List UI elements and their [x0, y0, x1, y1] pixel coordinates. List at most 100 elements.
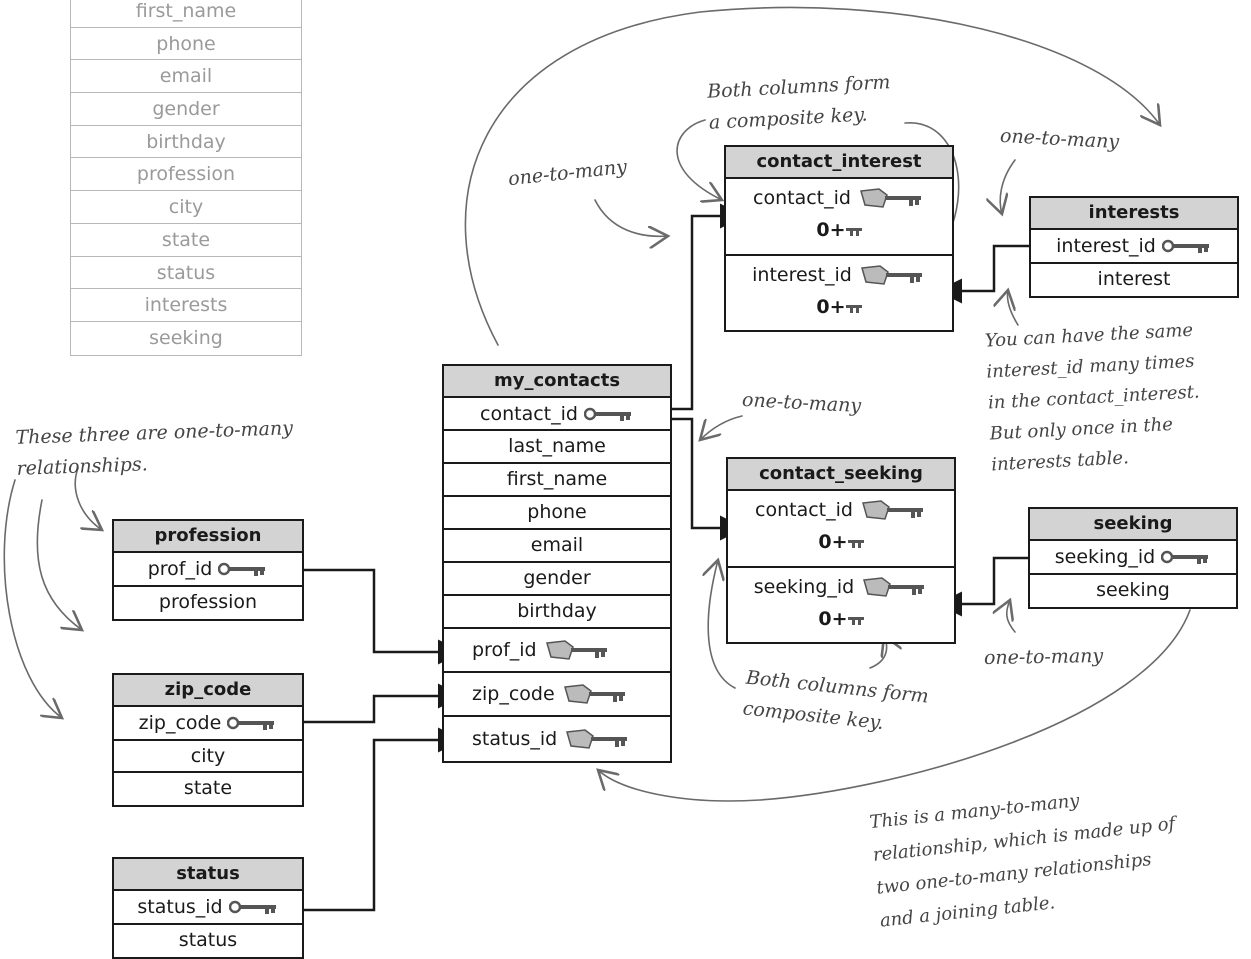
fk-row: zip_code [444, 673, 670, 717]
arc-top [464, 6, 1160, 346]
link-prof-id [286, 568, 463, 665]
table-contact-seeking: contact_seeking contact_id 0+ seeking_id… [726, 457, 956, 644]
key-block: seeking_id 0+ [728, 568, 954, 642]
fancy-key-icon [863, 577, 925, 597]
faded-row: status [71, 257, 301, 290]
pk-label: status_id [137, 896, 223, 918]
pk-label: zip_code [138, 712, 222, 734]
table-title: profession [114, 521, 302, 553]
key-block: contact_id 0+ [728, 491, 954, 568]
table-title: contact_interest [726, 147, 952, 179]
zero-plus-symbol: 0+ [728, 531, 954, 553]
key-label: seeking_id [753, 576, 855, 598]
pk-label: contact_id [480, 402, 578, 425]
key-block: interest_id 0+ [726, 256, 952, 330]
link-zip-code [286, 683, 463, 724]
note-one-to-many-middle: one-to-many [741, 388, 862, 418]
column-row: city [114, 741, 302, 773]
table-title: interests [1031, 198, 1237, 230]
fancy-key-icon [860, 188, 921, 208]
note-same-interest: You can have the same interest_id many t… [984, 315, 1204, 481]
pk-row: status_id [114, 891, 302, 925]
table-profession: profession prof_id profession [112, 519, 304, 621]
note-composite-key-top: Both columns form a composite key. [707, 67, 893, 139]
fk-row: prof_id [444, 629, 670, 673]
column-row: status [178, 929, 238, 951]
faded-row: seeking [149, 326, 223, 349]
pk-row: zip_code [114, 707, 302, 741]
pk-row: contact_id [444, 398, 670, 431]
arc-bottom [598, 609, 1191, 802]
key-label: contact_id [755, 499, 853, 521]
small-key-icon [847, 617, 864, 625]
column-row: phone [444, 497, 670, 530]
link-seeking-id [937, 556, 1046, 617]
key-icon [1161, 239, 1209, 253]
symbol-text: 0+ [818, 531, 848, 553]
table-contact-interest: contact_interest contact_id 0+ interest_… [724, 145, 954, 332]
link-status-id [286, 727, 463, 912]
small-key-icon [845, 228, 862, 236]
symbol-text: 0+ [816, 219, 846, 241]
table-title: my_contacts [444, 366, 670, 398]
column-row: profession [158, 591, 258, 613]
fancy-key-icon [860, 265, 922, 285]
faded-row: gender [71, 93, 301, 126]
faded-row: state [71, 224, 301, 257]
column-row: gender [444, 563, 670, 596]
pk-row: seeking_id [1030, 541, 1236, 575]
fk-row: status_id [444, 717, 670, 761]
zero-plus-symbol: 0+ [726, 296, 952, 318]
column-row: email [444, 530, 670, 563]
table-zip-code: zip_code zip_code city state [112, 673, 304, 807]
zero-plus-symbol: 0+ [726, 219, 952, 241]
symbol-text: 0+ [818, 608, 848, 630]
small-key-icon [847, 540, 864, 548]
composite-key-cell: interest_id [726, 262, 952, 288]
column-row: birthday [444, 596, 670, 629]
fk-label: status_id [472, 728, 558, 750]
original-flat-table: first_name phone email gender birthday p… [70, 0, 302, 356]
fk-label: prof_id [472, 639, 537, 661]
table-my-contacts: my_contacts contact_id last_name first_n… [442, 364, 672, 763]
table-status: status status_id status [112, 857, 304, 959]
column-row: last_name [444, 431, 670, 464]
fancy-key-icon [566, 729, 628, 749]
faded-row: interests [71, 289, 301, 322]
column-row: seeking [1096, 579, 1170, 601]
column-row: state [183, 777, 233, 799]
faded-row: email [71, 60, 301, 94]
faded-row: profession [71, 158, 301, 192]
pk-label: interest_id [1056, 235, 1156, 257]
pk-row: prof_id [114, 553, 302, 587]
table-title: zip_code [114, 675, 302, 707]
fancy-key-icon [862, 500, 923, 520]
composite-key-cell: contact_id [728, 497, 954, 523]
key-icon [1161, 550, 1209, 564]
symbol-text: 0+ [816, 296, 846, 318]
faded-row: phone [71, 28, 301, 61]
table-seeking: seeking seeking_id seeking [1028, 507, 1238, 609]
pk-label: seeking_id [1054, 546, 1156, 568]
faded-row: first_name [71, 0, 301, 28]
column-row: first_name [444, 464, 670, 497]
fancy-key-icon [545, 640, 607, 660]
table-title: contact_seeking [728, 459, 954, 491]
key-label: contact_id [753, 187, 851, 209]
faded-row: birthday [71, 126, 301, 159]
pk-row: interest_id [1031, 230, 1237, 264]
table-title: status [114, 859, 302, 891]
link-interest-id [937, 244, 1046, 304]
key-icon [227, 716, 275, 730]
fk-label: zip_code [472, 683, 555, 705]
pk-label: prof_id [147, 558, 213, 580]
table-interests: interests interest_id interest [1029, 196, 1239, 298]
composite-key-cell: seeking_id [728, 574, 954, 600]
key-icon [228, 900, 276, 914]
note-one-to-many-bottom-right: one-to-many [983, 644, 1104, 670]
small-key-icon [845, 305, 862, 313]
zero-plus-symbol: 0+ [728, 608, 954, 630]
key-block: contact_id 0+ [726, 179, 952, 256]
note-one-to-many-top-right: one-to-many [999, 124, 1120, 154]
